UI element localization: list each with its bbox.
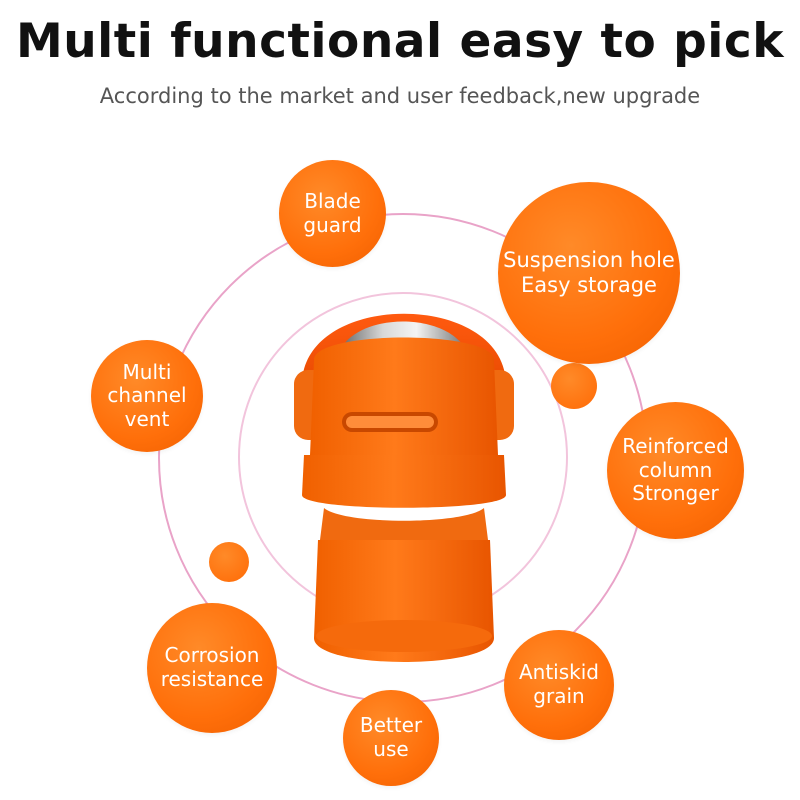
feature-line: channel (107, 383, 187, 408)
feature-line: Blade (304, 188, 361, 213)
feature-reinforced-column: Reinforced column Stronger (607, 402, 744, 539)
feature-corrosion-resistance: Corrosion resistance (147, 603, 277, 733)
feature-line: Reinforced (622, 434, 729, 459)
feature-blade-guard: Blade guard (279, 160, 386, 267)
accent-dot-left (209, 542, 249, 582)
thumb-knife-product-icon (294, 313, 514, 662)
feature-line: column (638, 457, 713, 482)
feature-line: Stronger (632, 481, 719, 506)
feature-line: Corrosion (164, 643, 260, 668)
feature-line: Antiskid (518, 660, 599, 685)
feature-line: grain (533, 684, 585, 708)
page-title: Multi functional easy to pick (15, 14, 785, 69)
feature-line: Multi (122, 359, 172, 384)
feature-line: resistance (160, 667, 264, 691)
feature-suspension-hole: Suspension hole Easy storage (498, 182, 680, 364)
feature-line: Better (359, 713, 423, 738)
accent-dot-right (551, 363, 597, 409)
page-subtitle: According to the market and user feedbac… (99, 84, 701, 108)
feature-line: guard (303, 212, 362, 237)
feature-line: use (373, 737, 409, 761)
feature-multi-channel-vent: Multi channel vent (91, 340, 203, 452)
feature-line: Easy storage (521, 273, 657, 297)
feature-line: Suspension hole (503, 248, 675, 273)
feature-better-use: Better use (343, 690, 439, 786)
feature-antiskid-grain: Antiskid grain (504, 630, 614, 740)
feature-line: vent (124, 406, 170, 431)
